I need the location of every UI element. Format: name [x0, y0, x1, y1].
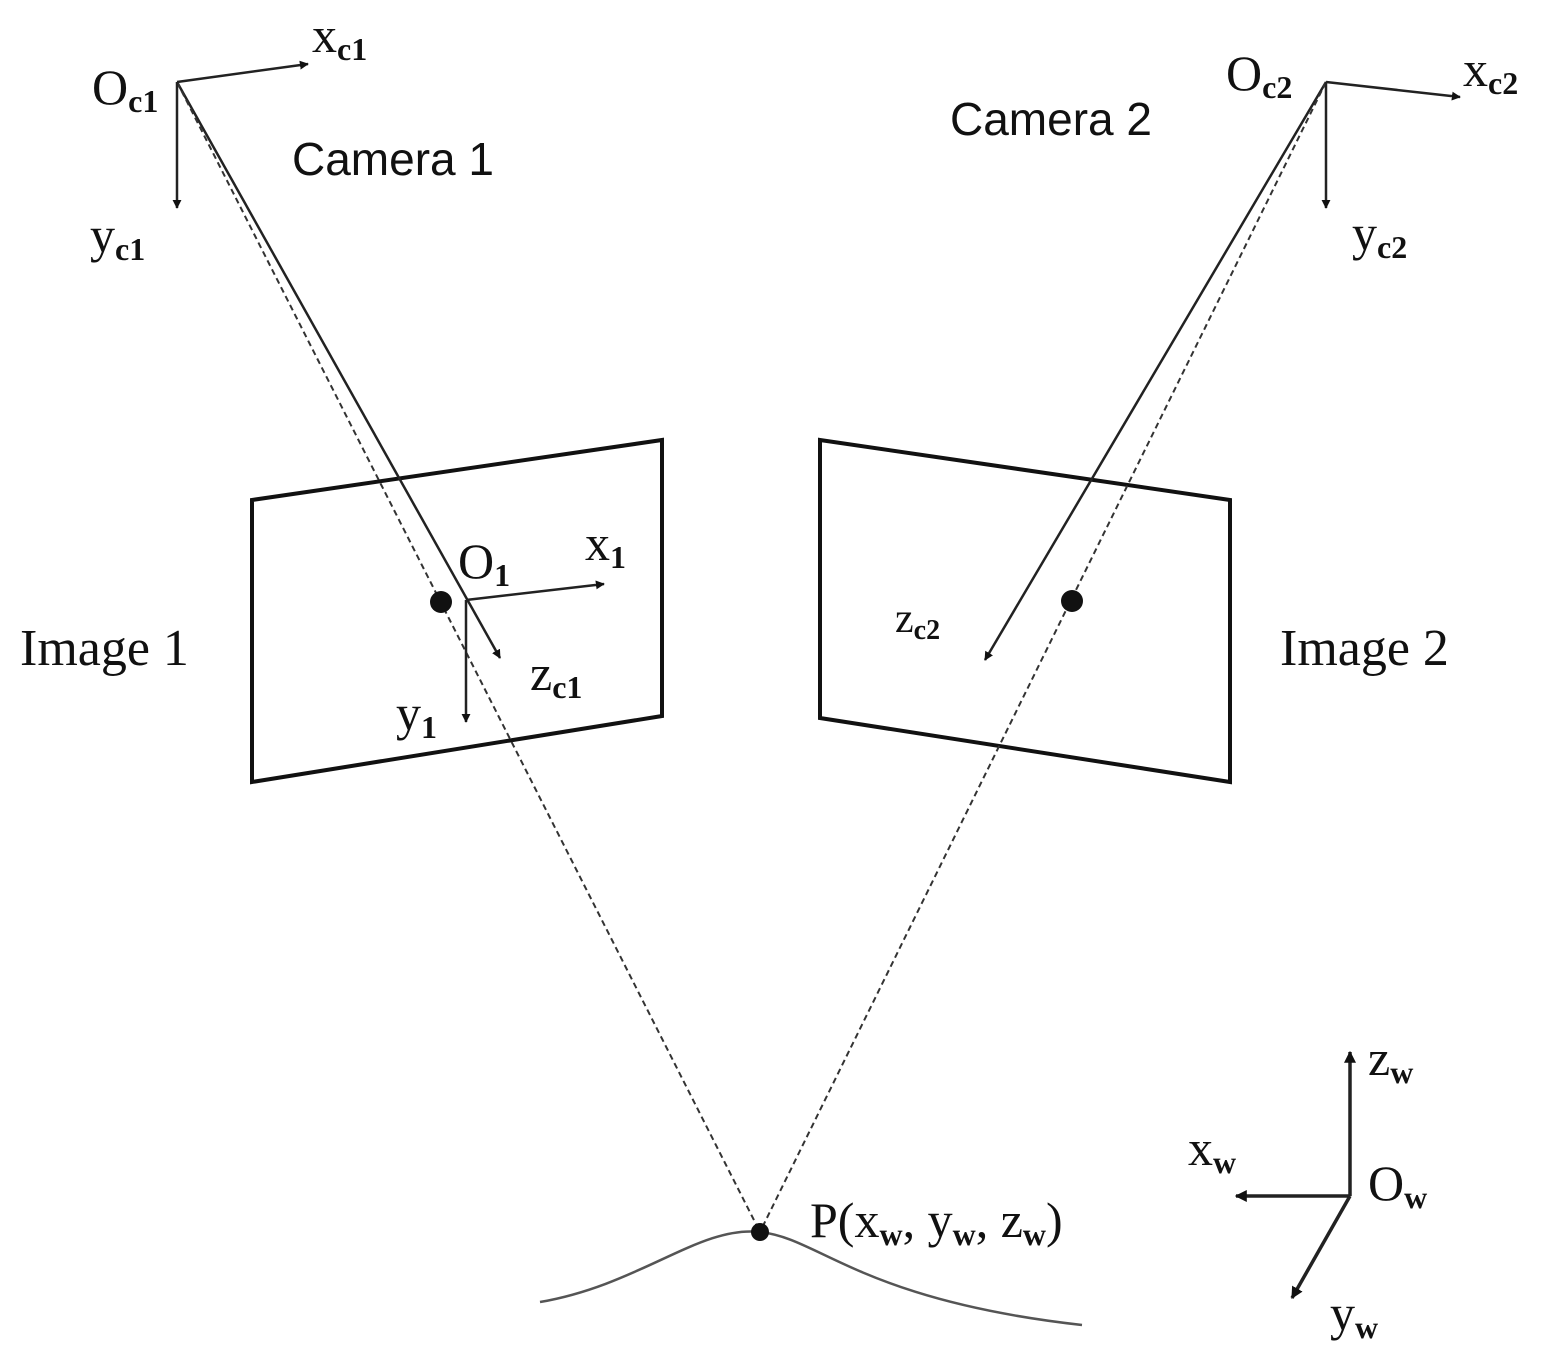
world-origin-label: Ow	[1368, 1155, 1427, 1215]
image1-principal-point	[430, 591, 452, 613]
camera1-projection-ray	[176, 81, 761, 1233]
camera1-optical-axis	[175, 81, 502, 659]
camera2-label: Camera 2	[950, 93, 1152, 145]
camera2-projection-ray	[759, 81, 1327, 1233]
camera2-z-label: zc2	[895, 596, 940, 646]
camera1-x-label: xc1	[312, 7, 367, 67]
image2-principal-point	[1061, 590, 1083, 612]
camera1-label: Camera 1	[292, 133, 494, 185]
image1-x-axis	[465, 580, 605, 602]
camera2-x-label: xc2	[1463, 41, 1518, 101]
world-y-axis	[1290, 1195, 1352, 1300]
camera1-x-axis	[176, 60, 309, 84]
image-plane-2	[818, 437, 1232, 785]
image2-label: Image 2	[1280, 620, 1449, 677]
world-y-label: yw	[1330, 1285, 1378, 1345]
camera2-x-axis	[1325, 80, 1461, 101]
camera2-origin-label: Oc2	[1226, 45, 1292, 105]
camera2-y-label: yc2	[1352, 205, 1407, 265]
camera1-origin-label: Oc1	[92, 59, 158, 119]
image1-label: Image 1	[20, 620, 189, 677]
point-p	[751, 1223, 769, 1241]
image-plane-1	[250, 437, 664, 785]
image1-origin-label: O1	[458, 533, 510, 593]
point-p-label: P(xw, yw, zw)	[810, 1192, 1063, 1252]
image1-y-label: y1	[396, 685, 437, 745]
image1-x-label: x1	[585, 515, 626, 575]
camera2-optical-axis	[983, 81, 1328, 661]
world-x-label: xw	[1188, 1120, 1236, 1180]
camera1-z-label: zc1	[530, 645, 582, 705]
camera1-y-label: yc1	[90, 207, 145, 267]
world-z-label: zw	[1368, 1030, 1413, 1090]
